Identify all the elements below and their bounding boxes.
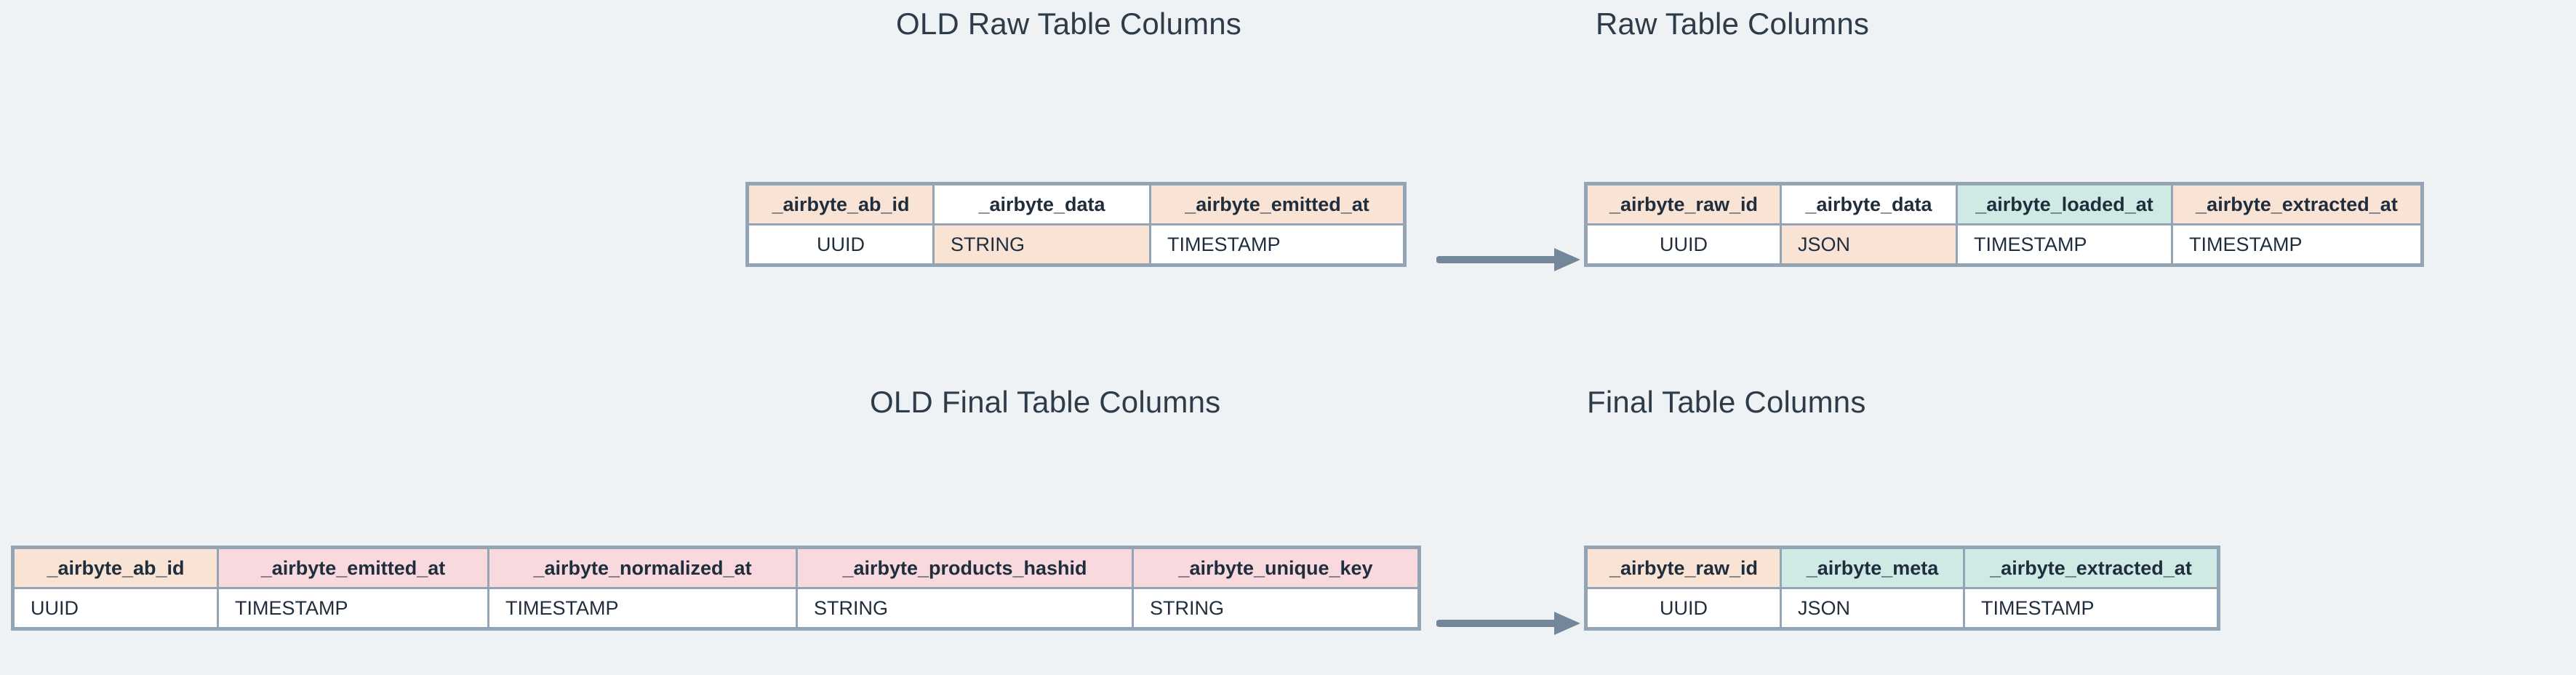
table-row-header: _airbyte_raw_id _airbyte_meta _airbyte_e…	[1585, 546, 2220, 589]
column-header-cell: _airbyte_data	[932, 183, 1151, 225]
title-old-final-table-columns: OLD Final Table Columns	[870, 385, 1221, 419]
title-old-raw-table-columns: OLD Raw Table Columns	[896, 7, 1241, 41]
table-new-raw: _airbyte_raw_id _airbyte_data _airbyte_l…	[1584, 182, 2424, 267]
column-type-cell: TIMESTAMP	[217, 587, 489, 630]
table-row-header: _airbyte_raw_id _airbyte_data _airbyte_l…	[1585, 183, 2423, 225]
table-old-final: _airbyte_ab_id _airbyte_emitted_at _airb…	[11, 546, 1421, 631]
column-header-cell: _airbyte_meta	[1780, 546, 1965, 589]
column-header-cell: _airbyte_ab_id	[746, 183, 935, 225]
column-type-cell: TIMESTAMP	[2171, 223, 2423, 266]
table-row-types: UUID TIMESTAMP TIMESTAMP STRING STRING	[12, 587, 1420, 630]
column-header-cell: _airbyte_raw_id	[1585, 183, 1782, 225]
column-type-cell: UUID	[746, 223, 935, 266]
column-header-cell: _airbyte_emitted_at	[217, 546, 489, 589]
column-header-cell: _airbyte_normalized_at	[487, 546, 798, 589]
column-type-cell: STRING	[796, 587, 1134, 630]
table-row-types: UUID STRING TIMESTAMP	[746, 223, 1406, 266]
column-type-cell: UUID	[12, 587, 219, 630]
column-header-cell: _airbyte_ab_id	[12, 546, 219, 589]
column-type-cell: TIMESTAMP	[1956, 223, 2173, 266]
column-header-cell: _airbyte_emitted_at	[1149, 183, 1406, 225]
column-type-cell: JSON	[1780, 587, 1965, 630]
table-row-types: UUID JSON TIMESTAMP TIMESTAMP	[1585, 223, 2423, 266]
column-header-cell: _airbyte_unique_key	[1132, 546, 1420, 589]
column-type-cell: TIMESTAMP	[487, 587, 798, 630]
column-type-cell: STRING	[932, 223, 1151, 266]
column-type-cell: UUID	[1585, 223, 1782, 266]
table-row-types: UUID JSON TIMESTAMP	[1585, 587, 2220, 630]
table-new-final: _airbyte_raw_id _airbyte_meta _airbyte_e…	[1584, 546, 2220, 631]
table-row-header: _airbyte_ab_id _airbyte_emitted_at _airb…	[12, 546, 1420, 589]
column-header-cell: _airbyte_raw_id	[1585, 546, 1782, 589]
table-old-raw: _airbyte_ab_id _airbyte_data _airbyte_em…	[745, 182, 1407, 267]
column-header-cell: _airbyte_extracted_at	[2171, 183, 2423, 225]
column-header-cell: _airbyte_loaded_at	[1956, 183, 2173, 225]
title-final-table-columns: Final Table Columns	[1587, 385, 1866, 419]
column-type-cell: STRING	[1132, 587, 1420, 630]
column-header-cell: _airbyte_extracted_at	[1963, 546, 2220, 589]
column-type-cell: UUID	[1585, 587, 1782, 630]
title-raw-table-columns: Raw Table Columns	[1596, 7, 1870, 41]
column-header-cell: _airbyte_products_hashid	[796, 546, 1134, 589]
column-type-cell: JSON	[1780, 223, 1958, 266]
column-type-cell: TIMESTAMP	[1149, 223, 1406, 266]
transition-arrow-final-icon	[1436, 612, 1580, 635]
table-row-header: _airbyte_ab_id _airbyte_data _airbyte_em…	[746, 183, 1406, 225]
column-header-cell: _airbyte_data	[1780, 183, 1958, 225]
column-type-cell: TIMESTAMP	[1963, 587, 2220, 630]
transition-arrow-raw-icon	[1436, 248, 1580, 271]
